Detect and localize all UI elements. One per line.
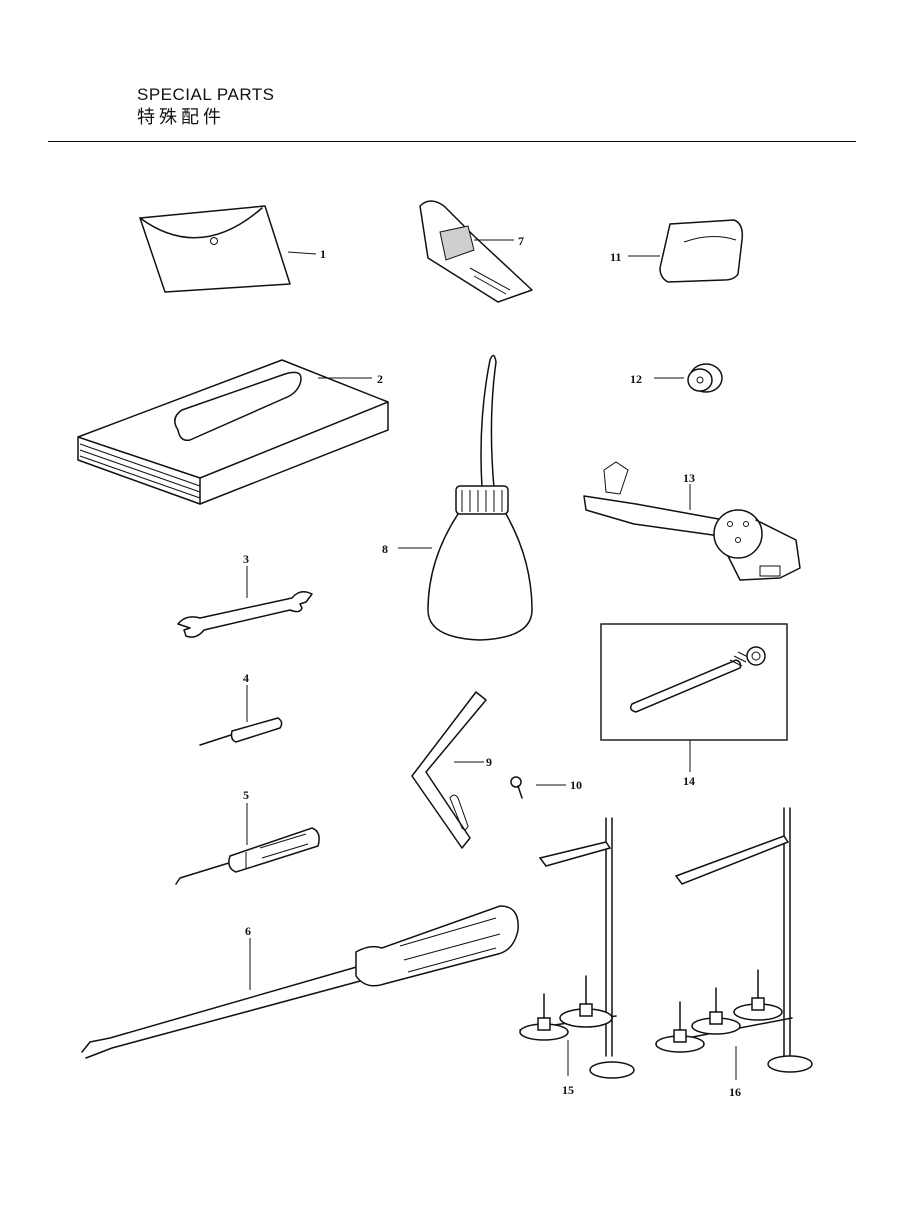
thread-stand-two-spool-icon: 15 <box>519 817 635 1097</box>
callout-15: 15 <box>562 1083 574 1097</box>
callout-4: 4 <box>243 671 249 685</box>
callout-16: 16 <box>729 1085 741 1099</box>
callout-6: 6 <box>245 924 251 938</box>
callout-12: 12 <box>630 372 642 386</box>
callout-7: 7 <box>518 234 524 248</box>
vinyl-envelope-icon: 1 <box>139 205 326 293</box>
callout-2: 2 <box>377 372 383 386</box>
page-header: SPECIAL PARTS 特殊配件 <box>137 84 275 130</box>
screw-icon: 10 <box>510 776 582 799</box>
thread-stand-three-spool-icon: 16 <box>655 807 813 1099</box>
callout-1: 1 <box>320 247 326 261</box>
callout-9: 9 <box>486 755 492 769</box>
callout-10: 10 <box>570 778 582 792</box>
callout-14: 14 <box>683 774 695 788</box>
bracket-icon: 9 <box>411 691 492 849</box>
page-title: SPECIAL PARTS <box>137 85 275 104</box>
bobbin-icon: 12 <box>630 363 723 393</box>
callout-13: 13 <box>683 471 695 485</box>
spool-pin-icon: 14 <box>600 623 788 788</box>
callout-5: 5 <box>243 788 249 802</box>
callout-8: 8 <box>382 542 388 556</box>
instruction-book-icon: 2 <box>77 359 389 505</box>
oil-can-icon: 8 <box>382 354 533 641</box>
large-screwdriver-icon: 6 <box>81 905 519 1059</box>
small-screwdriver-icon: 4 <box>199 671 283 746</box>
wrench-icon: 3 <box>177 552 313 638</box>
thread-guide-assembly-icon: 13 <box>583 461 801 581</box>
cover-cap-icon: 11 <box>610 219 744 283</box>
tweezers-icon: 7 <box>419 200 533 303</box>
page-title-chinese: 特殊配件 <box>137 107 225 128</box>
callout-3: 3 <box>243 552 249 566</box>
medium-screwdriver-icon: 5 <box>175 788 320 885</box>
callout-11: 11 <box>610 250 621 264</box>
header-divider <box>48 141 856 142</box>
